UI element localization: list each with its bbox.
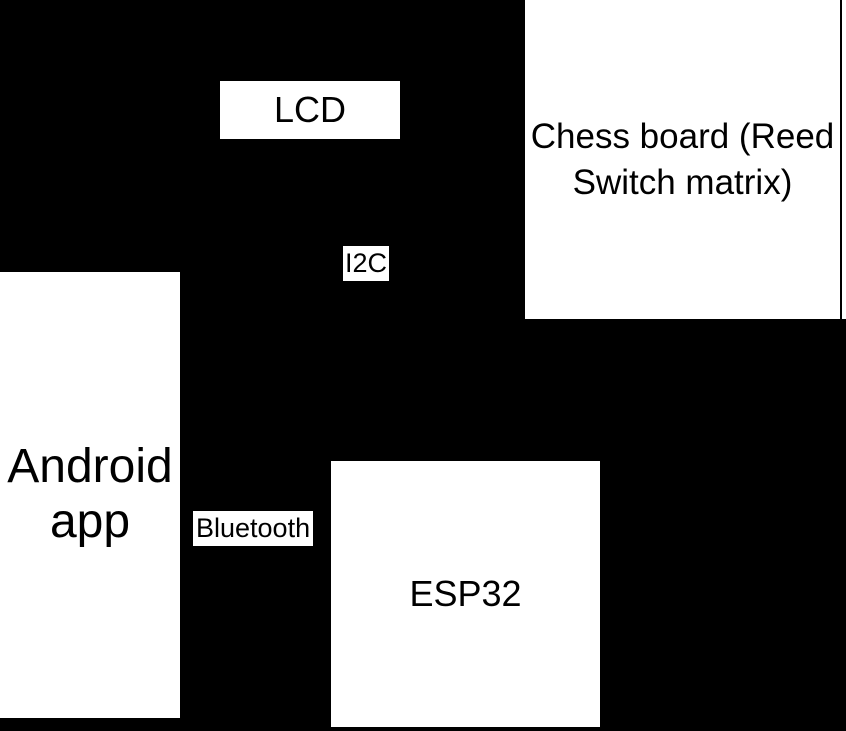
i2c-edge-label: I2C [343,246,390,281]
i2c-edge-label-text: I2C [345,248,388,278]
esp32-node: ESP32 [331,461,600,727]
android-app-node-label: Android app [7,440,173,548]
bluetooth-edge-label-text: Bluetooth [196,513,311,543]
cut-off-node-sliver [842,0,846,319]
bluetooth-edge-label: Bluetooth [193,511,314,546]
esp32-node-label: ESP32 [409,573,522,615]
chess-board-node: Chess board (Reed Switch matrix) [525,0,840,319]
lcd-node: LCD [220,81,400,139]
lcd-node-label: LCD [273,89,347,131]
chess-board-node-label: Chess board (Reed Switch matrix) [530,117,835,202]
android-app-node: Android app [0,272,180,718]
